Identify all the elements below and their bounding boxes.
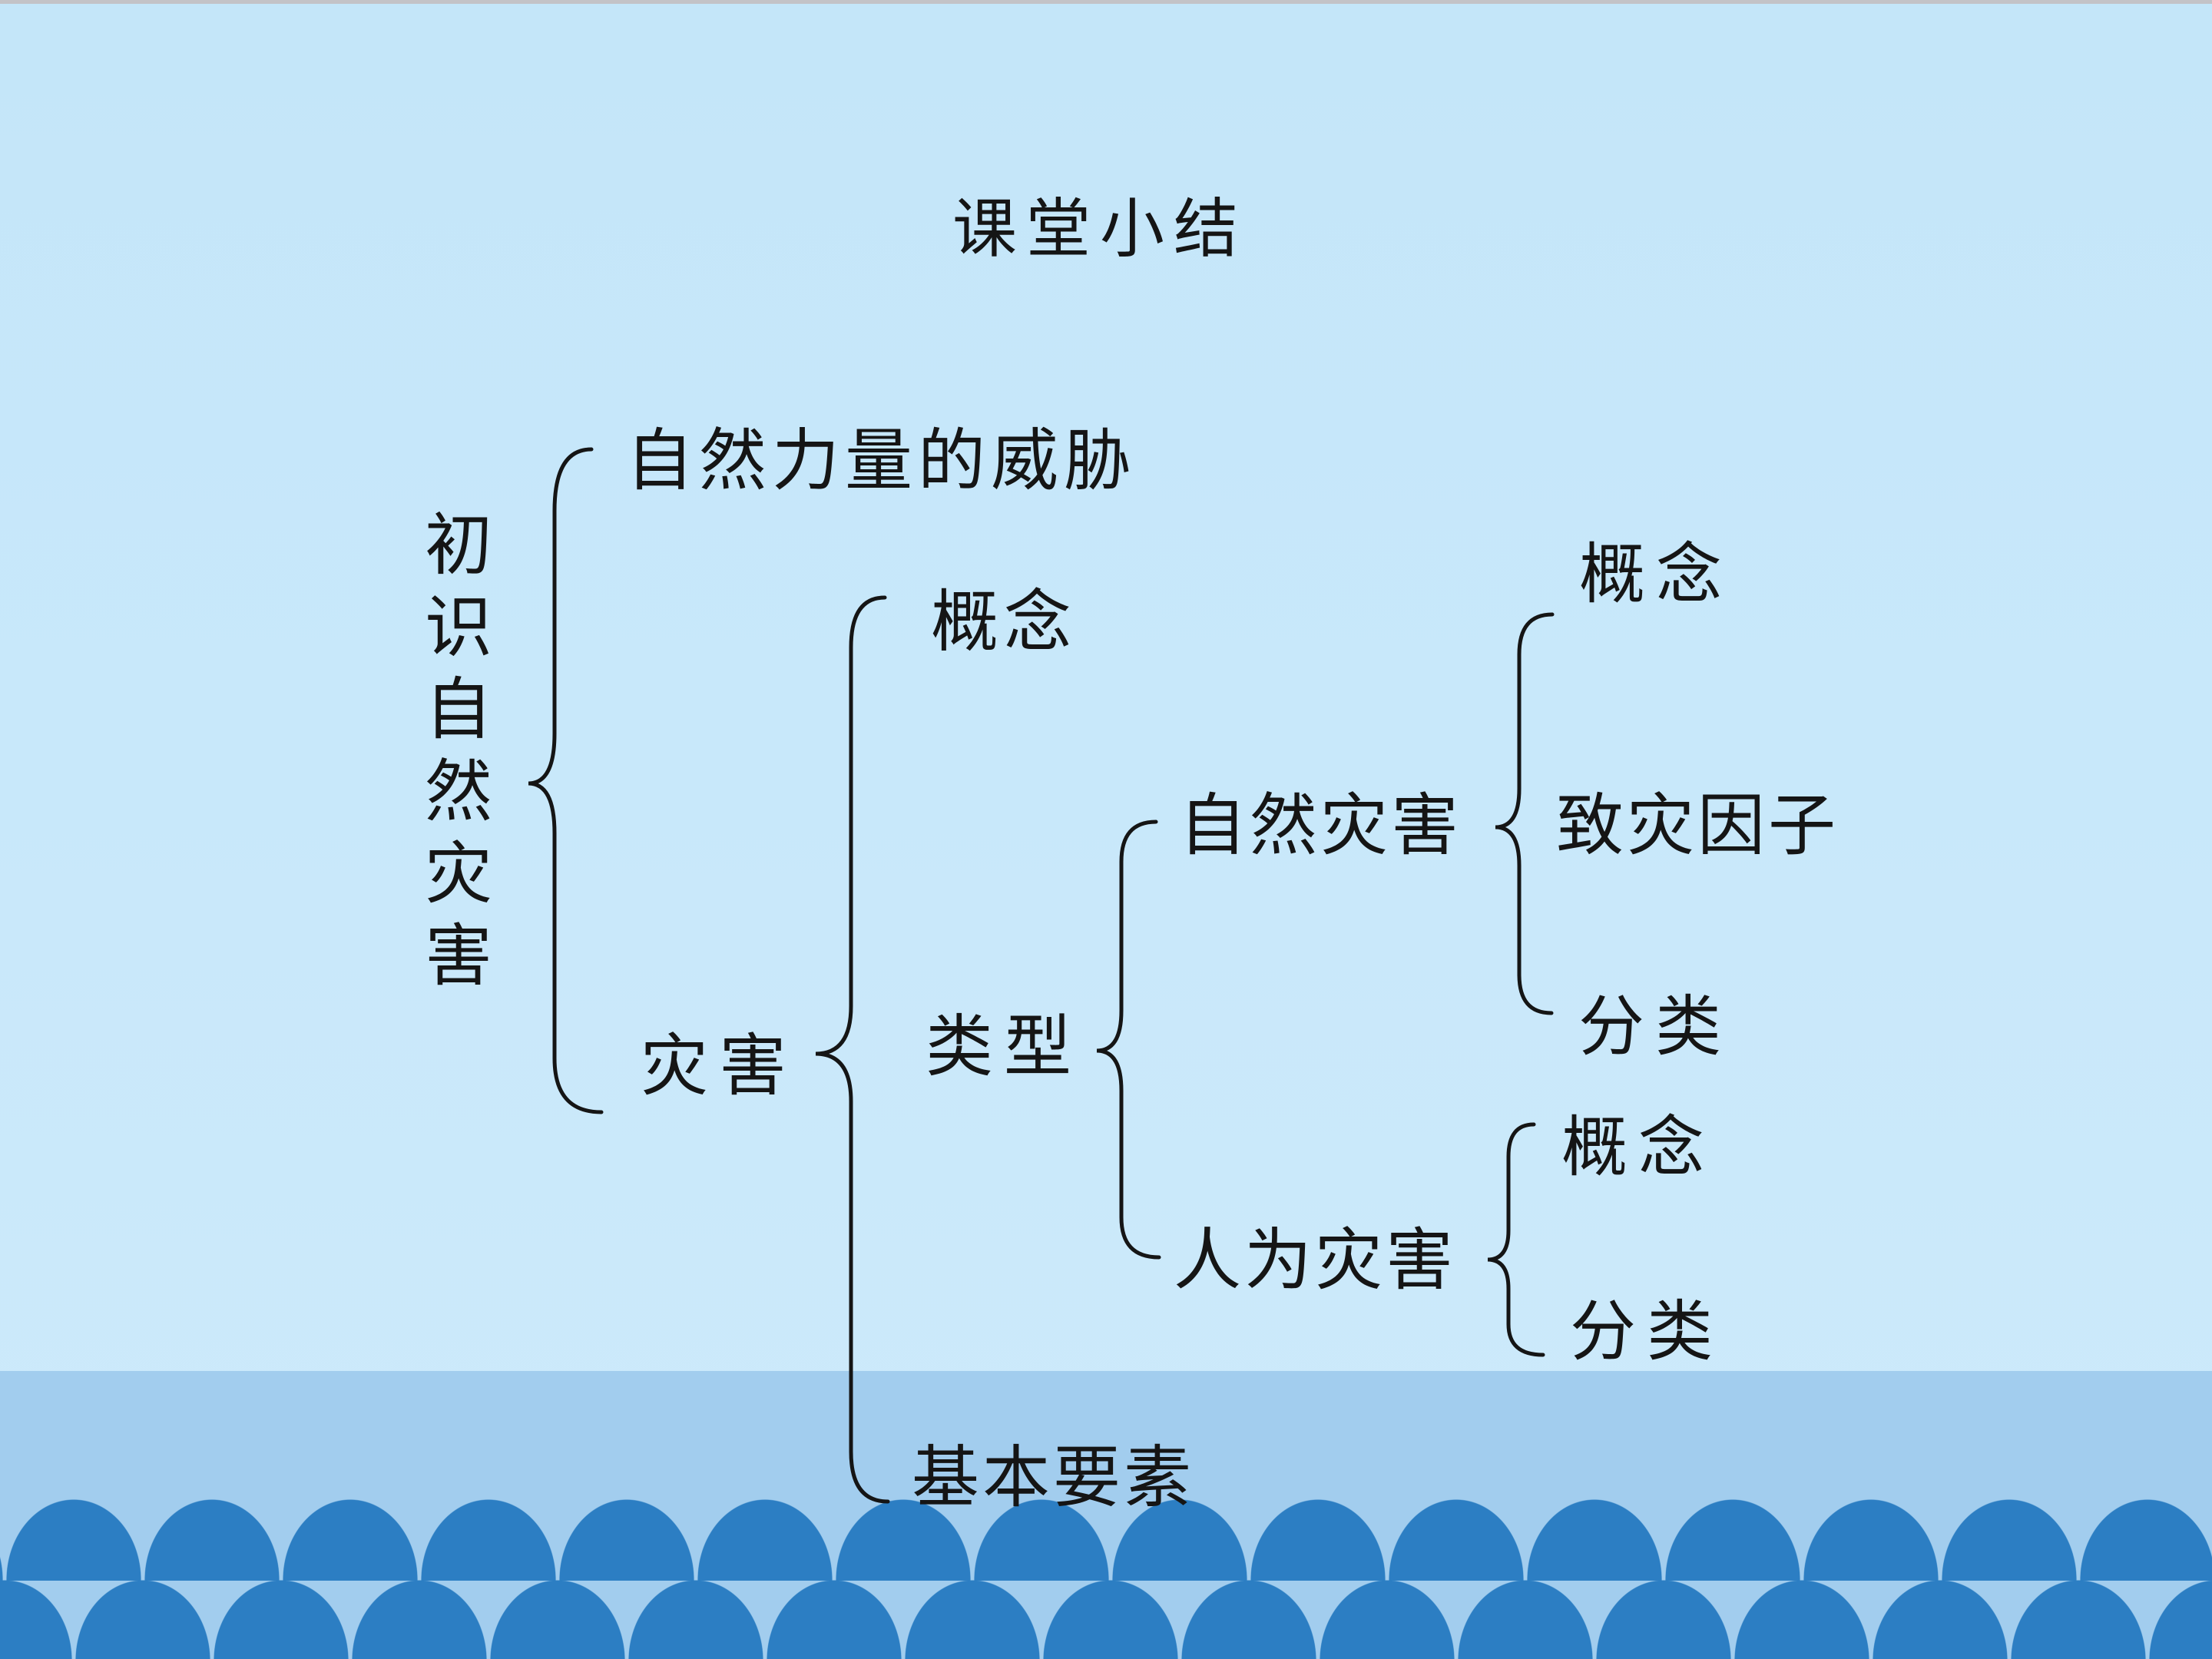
node-natural-disaster: 自然灾害 <box>1179 790 1462 864</box>
brace-manmade-disaster <box>1487 1122 1545 1357</box>
node-manmade-disaster-concept: 概念 <box>1561 1111 1715 1184</box>
node-natural-force-threat: 自然力量的威胁 <box>626 425 1137 499</box>
node-basic-elements: 基本要素 <box>912 1442 1195 1516</box>
brace-root <box>528 447 604 1114</box>
node-disaster-type: 类型 <box>926 1011 1083 1085</box>
node-manmade-disaster-classification: 分类 <box>1570 1295 1724 1369</box>
top-border-strip <box>0 0 2212 4</box>
node-manmade-disaster: 人为灾害 <box>1174 1224 1457 1299</box>
node-natural-disaster-concept: 概念 <box>1579 538 1733 611</box>
wave-scallop-row-2 <box>0 1580 2212 1659</box>
brace-natural-disaster <box>1495 612 1555 1015</box>
wave-scallop-row-1 <box>0 1499 2212 1581</box>
brace-disaster <box>815 595 890 1504</box>
node-root-label: 初识自然灾害 <box>424 509 492 995</box>
node-disaster-concept: 概念 <box>931 586 1078 661</box>
node-natural-disaster-classification: 分类 <box>1578 990 1732 1064</box>
node-disaster: 灾害 <box>641 1030 798 1104</box>
brace-type <box>1096 820 1161 1260</box>
slide-title: 课堂小结 <box>952 194 1248 266</box>
node-hazard-factor: 致灾因子 <box>1556 790 1839 864</box>
